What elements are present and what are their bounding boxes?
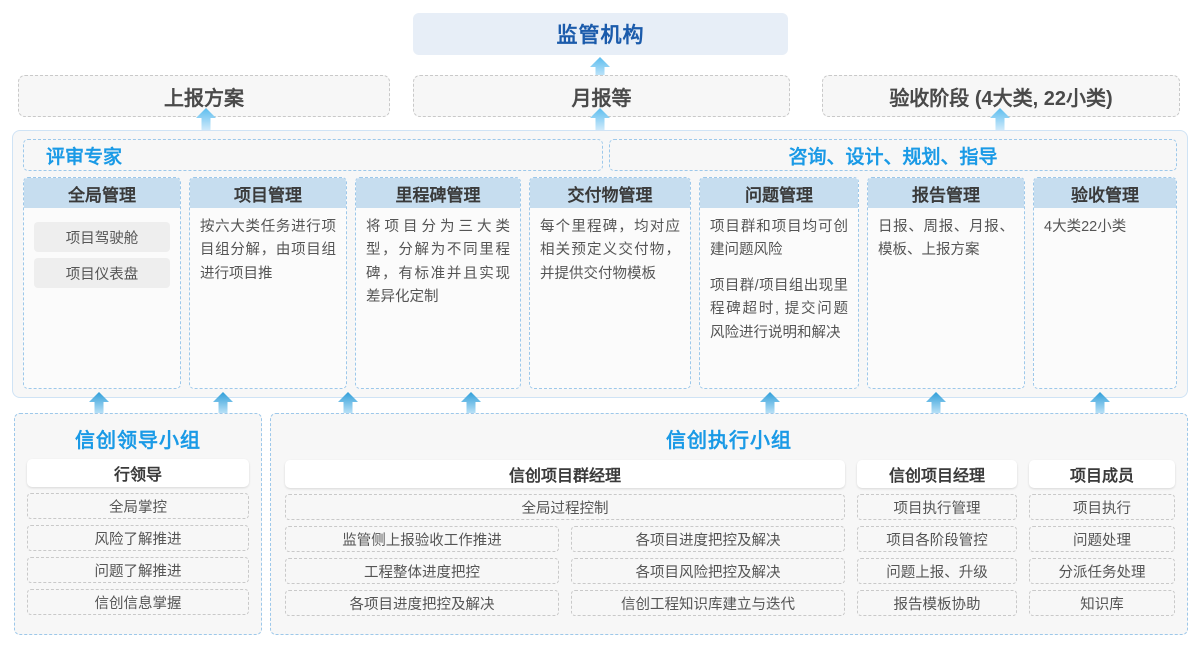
role-label-consulting: 咨询、设计、规划、指导 <box>788 146 998 168</box>
column-title: 项目管理 <box>190 178 346 208</box>
capability-column-project[interactable]: 项目管理 按六大类任务进行项目组分解，由项目组进行项目推 <box>189 177 347 389</box>
capability-column-issue[interactable]: 问题管理 项目群和项目均可创建问题风险 项目群/项目组出现里程碑超时, 提交问题… <box>699 177 859 389</box>
arrow-up-to-monthly-report <box>590 108 610 130</box>
leadership-item[interactable]: 全局掌控 <box>27 493 249 519</box>
program-manager-item[interactable]: 信创工程知识库建立与迭代 <box>571 590 845 616</box>
project-member-item[interactable]: 分派任务处理 <box>1029 558 1175 584</box>
leadership-group-items: 行领导 全局掌控 风险了解推进 问题了解推进 信创信息掌握 <box>15 459 261 615</box>
program-manager-column-a: 监管侧上报验收工作推进 工程整体进度把控 各项目进度把控及解决 <box>285 520 559 616</box>
project-manager-head[interactable]: 信创项目经理 <box>857 460 1017 488</box>
project-manager-item[interactable]: 项目各阶段管控 <box>857 526 1017 552</box>
role-strip-consulting: 咨询、设计、规划、指导 <box>609 139 1177 171</box>
column-paragraph: 按六大类任务进行项目组分解，由项目组进行项目推 <box>200 219 336 282</box>
column-title: 问题管理 <box>700 178 858 208</box>
project-member-item[interactable]: 项目执行 <box>1029 494 1175 520</box>
capability-column-report[interactable]: 报告管理 日报、周报、月报、模板、上报方案 <box>867 177 1025 389</box>
platform-capability-band: 评审专家 咨询、设计、规划、指导 全局管理 项目驾驶舱 项目仪表盘 项目管理 按… <box>12 130 1188 398</box>
column-title: 交付物管理 <box>530 178 690 208</box>
role-strip-review-expert: 评审专家 <box>23 139 603 171</box>
chip-item[interactable]: 项目仪表盘 <box>34 258 170 288</box>
arrow-up-to-regulator <box>590 57 610 79</box>
column-title: 报告管理 <box>868 178 1024 208</box>
arrow-up-issue <box>760 392 780 414</box>
column-body: 4大类22小类 <box>1034 208 1176 239</box>
input-box-report-plan: 上报方案 <box>18 75 390 117</box>
capability-column-milestone[interactable]: 里程碑管理 将项目分为三大类型，分解为不同里程碑，有标准并且实现差异化定制 <box>355 177 521 389</box>
project-member-item[interactable]: 问题处理 <box>1029 526 1175 552</box>
leadership-group-panel: 信创领导小组 行领导 全局掌控 风险了解推进 问题了解推进 信创信息掌握 <box>14 413 262 635</box>
project-manager-item[interactable]: 项目执行管理 <box>857 494 1017 520</box>
project-manager-item[interactable]: 报告模板协助 <box>857 590 1017 616</box>
leadership-item[interactable]: 问题了解推进 <box>27 557 249 583</box>
program-manager-item[interactable]: 各项目进度把控及解决 <box>571 526 845 552</box>
column-paragraph: 项目群/项目组出现里程碑超时, 提交问题风险进行说明和解决 <box>710 277 848 341</box>
arrow-up-milestone <box>338 392 358 414</box>
leadership-head[interactable]: 行领导 <box>27 459 249 487</box>
column-paragraph: 4大类22小类 <box>1044 219 1127 235</box>
capability-column-deliverable[interactable]: 交付物管理 每个里程碑，均对应相关预定义交付物，并提供交付物模板 <box>529 177 691 389</box>
program-manager-column-b: 各项目进度把控及解决 各项目风险把控及解决 信创工程知识库建立与迭代 <box>571 520 845 616</box>
column-paragraph: 日报、周报、月报、模板、上报方案 <box>878 219 1014 259</box>
arrow-up-to-acceptance-stage <box>990 108 1010 130</box>
arrow-up-deliverable <box>461 392 481 414</box>
execution-group-panel: 信创执行小组 信创项目群经理 全局过程控制 监管侧上报验收工作推进 工程整体进度… <box>270 413 1188 635</box>
project-member-head[interactable]: 项目成员 <box>1029 460 1175 488</box>
project-member-item[interactable]: 知识库 <box>1029 590 1175 616</box>
leadership-item[interactable]: 风险了解推进 <box>27 525 249 551</box>
project-member-block: 项目成员 项目执行 问题处理 分派任务处理 知识库 <box>1029 460 1175 616</box>
column-paragraph: 项目群和项目均可创建问题风险 <box>710 219 848 259</box>
leadership-group-title: 信创领导小组 <box>75 430 201 452</box>
execution-group-title: 信创执行小组 <box>666 430 792 452</box>
capability-column-global[interactable]: 全局管理 项目驾驶舱 项目仪表盘 <box>23 177 181 389</box>
column-body: 日报、周报、月报、模板、上报方案 <box>868 208 1024 263</box>
capability-column-acceptance[interactable]: 验收管理 4大类22小类 <box>1033 177 1177 389</box>
arrow-up-global <box>89 392 109 414</box>
column-title: 里程碑管理 <box>356 178 520 208</box>
program-manager-item[interactable]: 各项目风险把控及解决 <box>571 558 845 584</box>
project-manager-item[interactable]: 问题上报、升级 <box>857 558 1017 584</box>
project-manager-block: 信创项目经理 项目执行管理 项目各阶段管控 问题上报、升级 报告模板协助 <box>857 460 1017 616</box>
program-manager-block: 信创项目群经理 全局过程控制 监管侧上报验收工作推进 工程整体进度把控 各项目进… <box>285 460 845 616</box>
column-body: 项目群和项目均可创建问题风险 项目群/项目组出现里程碑超时, 提交问题风险进行说… <box>700 208 858 345</box>
arrow-up-report <box>926 392 946 414</box>
arrow-up-acceptance <box>1090 392 1110 414</box>
column-title: 验收管理 <box>1034 178 1176 208</box>
arrow-up-project <box>213 392 233 414</box>
program-manager-item[interactable]: 工程整体进度把控 <box>285 558 559 584</box>
program-manager-item[interactable]: 各项目进度把控及解决 <box>285 590 559 616</box>
column-title: 全局管理 <box>24 178 180 208</box>
program-manager-global-item[interactable]: 全局过程控制 <box>285 494 845 520</box>
role-label-review-expert: 评审专家 <box>46 146 123 168</box>
leadership-item[interactable]: 信创信息掌握 <box>27 589 249 615</box>
column-body: 每个里程碑，均对应相关预定义交付物，并提供交付物模板 <box>530 208 690 286</box>
program-manager-head[interactable]: 信创项目群经理 <box>285 460 845 488</box>
column-body: 按六大类任务进行项目组分解，由项目组进行项目推 <box>190 208 346 286</box>
regulator-box: 监管机构 <box>413 13 788 55</box>
column-body: 将项目分为三大类型，分解为不同里程碑，有标准并且实现差异化定制 <box>356 208 520 310</box>
chip-item[interactable]: 项目驾驶舱 <box>34 222 170 252</box>
program-manager-item[interactable]: 监管侧上报验收工作推进 <box>285 526 559 552</box>
column-paragraph: 将项目分为三大类型，分解为不同里程碑，有标准并且实现差异化定制 <box>366 219 510 306</box>
column-paragraph: 每个里程碑，均对应相关预定义交付物，并提供交付物模板 <box>540 219 680 282</box>
column-body: 项目驾驶舱 项目仪表盘 <box>24 208 180 288</box>
arrow-up-to-report-plan <box>196 108 216 130</box>
